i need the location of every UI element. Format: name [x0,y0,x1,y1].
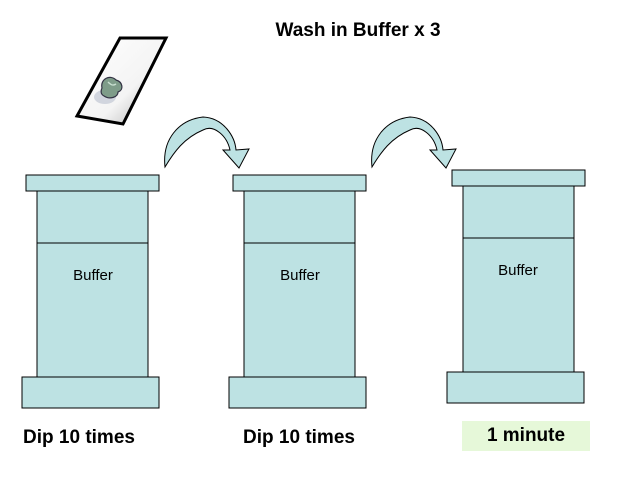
buffer-container [228,174,367,409]
buffer-container [446,169,586,404]
page-title: Wash in Buffer x 3 [275,20,441,41]
buffer-label: Buffer [280,267,320,284]
buffer-label: Buffer [498,262,538,279]
step-caption-highlighted: 1 minute [462,421,590,451]
buffer-container [21,174,160,409]
curved-arrow-icon [371,116,457,169]
buffer-label: Buffer [73,267,113,284]
step-caption: Dip 10 times [23,427,135,448]
step-caption: Dip 10 times [243,427,355,448]
microscope-slide-icon [74,36,169,126]
curved-arrow-icon [164,116,250,169]
